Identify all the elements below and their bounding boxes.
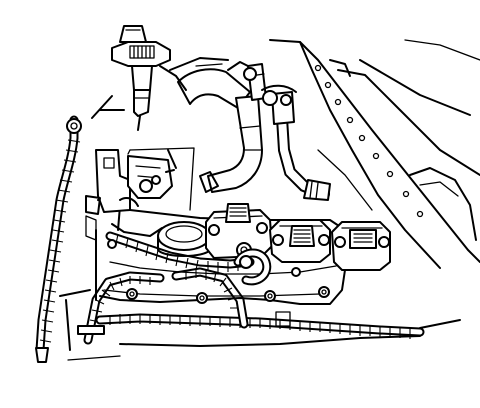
fender-rivets [314, 64, 424, 218]
coolant-hose [169, 57, 267, 193]
sensor-connector [111, 25, 187, 131]
mounting-bolt [107, 239, 330, 304]
fender-panel [269, 39, 480, 269]
mounting-bracket [85, 147, 219, 237]
fuel-rail [157, 221, 211, 257]
ignition-coil-1 [205, 203, 273, 259]
wiring-harness-lower [77, 271, 461, 345]
coil-connector [233, 248, 272, 286]
wiring-harness-middle [105, 231, 255, 329]
coolant-hose-right [261, 84, 331, 201]
pointer-arrow [91, 95, 125, 119]
ignition-coil-2 [269, 219, 331, 263]
wiring-harness [35, 115, 82, 363]
ignition-coil-3 [331, 221, 391, 271]
lower-frame [59, 289, 421, 361]
